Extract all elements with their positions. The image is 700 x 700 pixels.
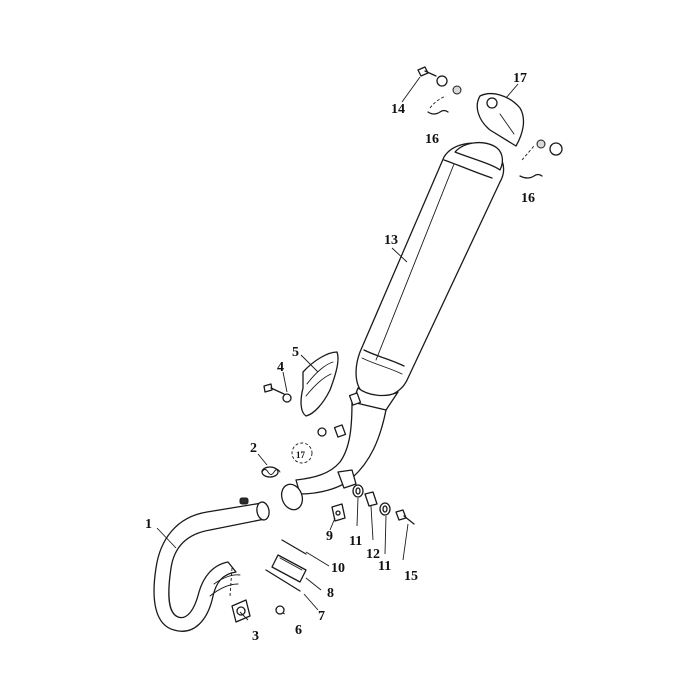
callout-12: 12 (366, 547, 380, 562)
callout-3: 3 (252, 629, 259, 644)
header-spring-hook (239, 497, 249, 505)
leader-lines (156, 76, 543, 621)
callout-17-circled: 17 (296, 450, 306, 460)
callout-4: 4 (277, 360, 284, 375)
callout-10: 10 (331, 561, 345, 576)
exhaust-gasket (231, 599, 251, 623)
callout-8: 8 (327, 586, 334, 601)
clamp-band-lower (265, 569, 301, 592)
header-pipe (153, 497, 270, 632)
heat-shield-bolt (263, 383, 292, 403)
callout-6: 6 (295, 623, 302, 638)
callout-7: 7 (318, 609, 325, 624)
heat-shield (300, 351, 339, 417)
spring (261, 466, 281, 478)
callout-11-left: 11 (349, 534, 362, 549)
heat-wrap (271, 554, 307, 583)
callout-5: 5 (292, 345, 299, 360)
callout-13: 13 (384, 233, 398, 248)
link-pipe (280, 392, 387, 511)
callout-15: 15 (404, 569, 418, 584)
callout-14: 14 (391, 102, 405, 117)
circled-reference (291, 442, 313, 464)
mount-bolt (395, 509, 415, 525)
silencer (351, 141, 505, 413)
nut (275, 605, 285, 615)
spacer (364, 491, 378, 507)
callout-labels: 1 2 3 4 5 6 7 8 9 10 11 12 11 15 13 14 1… (145, 71, 535, 644)
callout-1: 1 (145, 517, 152, 532)
clamp-band-upper (281, 539, 307, 555)
callout-16-left: 16 (425, 132, 439, 147)
callout-17-top: 17 (513, 71, 527, 86)
bushing-b (379, 502, 391, 516)
bushing-a (352, 484, 364, 498)
callout-2: 2 (250, 441, 257, 456)
silencer-clamp-bracket (476, 93, 525, 147)
callout-9: 9 (326, 529, 333, 544)
top-washers (436, 75, 462, 95)
top-bolt (417, 66, 437, 77)
mount-bracket (331, 503, 346, 522)
right-washers (536, 139, 563, 156)
callout-11-right: 11 (378, 559, 391, 574)
callout-16-right: 16 (521, 191, 535, 206)
